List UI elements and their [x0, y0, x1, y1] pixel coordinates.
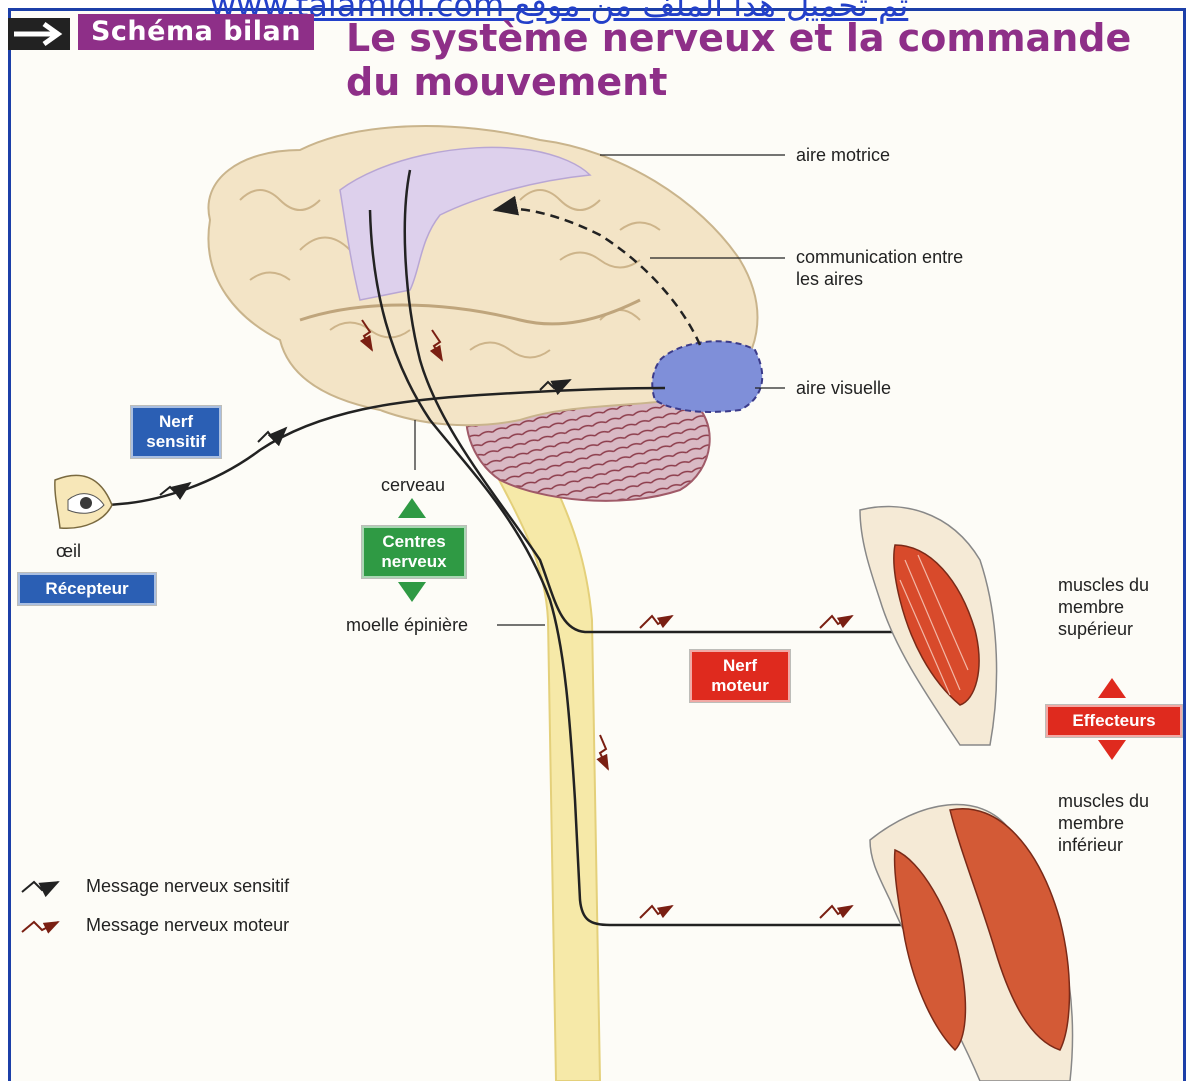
- label-cerveau: cerveau: [381, 474, 445, 496]
- centres-up-arrow: [398, 498, 426, 518]
- centres-nerveux-box: Centres nerveux: [362, 526, 466, 578]
- legend-moteur: Message nerveux moteur: [86, 915, 289, 936]
- legend-sensitif-icon: [22, 882, 58, 892]
- label-aire-visuelle: aire visuelle: [796, 377, 891, 399]
- eye-illustration: [55, 475, 112, 528]
- upper-limb-muscles: [860, 507, 997, 745]
- recepteur-box: Récepteur: [18, 573, 156, 605]
- effecteurs-down-arrow: [1098, 740, 1126, 760]
- legend-moteur-icon: [22, 922, 58, 932]
- brain: [208, 126, 762, 425]
- label-communication: communication entre les aires: [796, 246, 966, 290]
- label-aire-motrice: aire motrice: [796, 144, 890, 166]
- nerf-sensitif-box: Nerf sensitif: [131, 406, 221, 458]
- centres-down-arrow: [398, 582, 426, 602]
- label-oeil: œil: [56, 540, 81, 562]
- effecteurs-up-arrow: [1098, 678, 1126, 698]
- lower-limb-muscles: [870, 805, 1073, 1081]
- label-muscles-superieur: muscles du membre supérieur: [1058, 574, 1178, 640]
- effecteurs-box: Effecteurs: [1046, 705, 1182, 737]
- label-moelle-epiniere: moelle épinière: [346, 614, 468, 636]
- nerf-moteur-box: Nerf moteur: [690, 650, 790, 702]
- label-muscles-inferieur: muscles du membre inférieur: [1058, 790, 1178, 856]
- legend-sensitif: Message nerveux sensitif: [86, 876, 289, 897]
- spinal-cord: [478, 440, 600, 1081]
